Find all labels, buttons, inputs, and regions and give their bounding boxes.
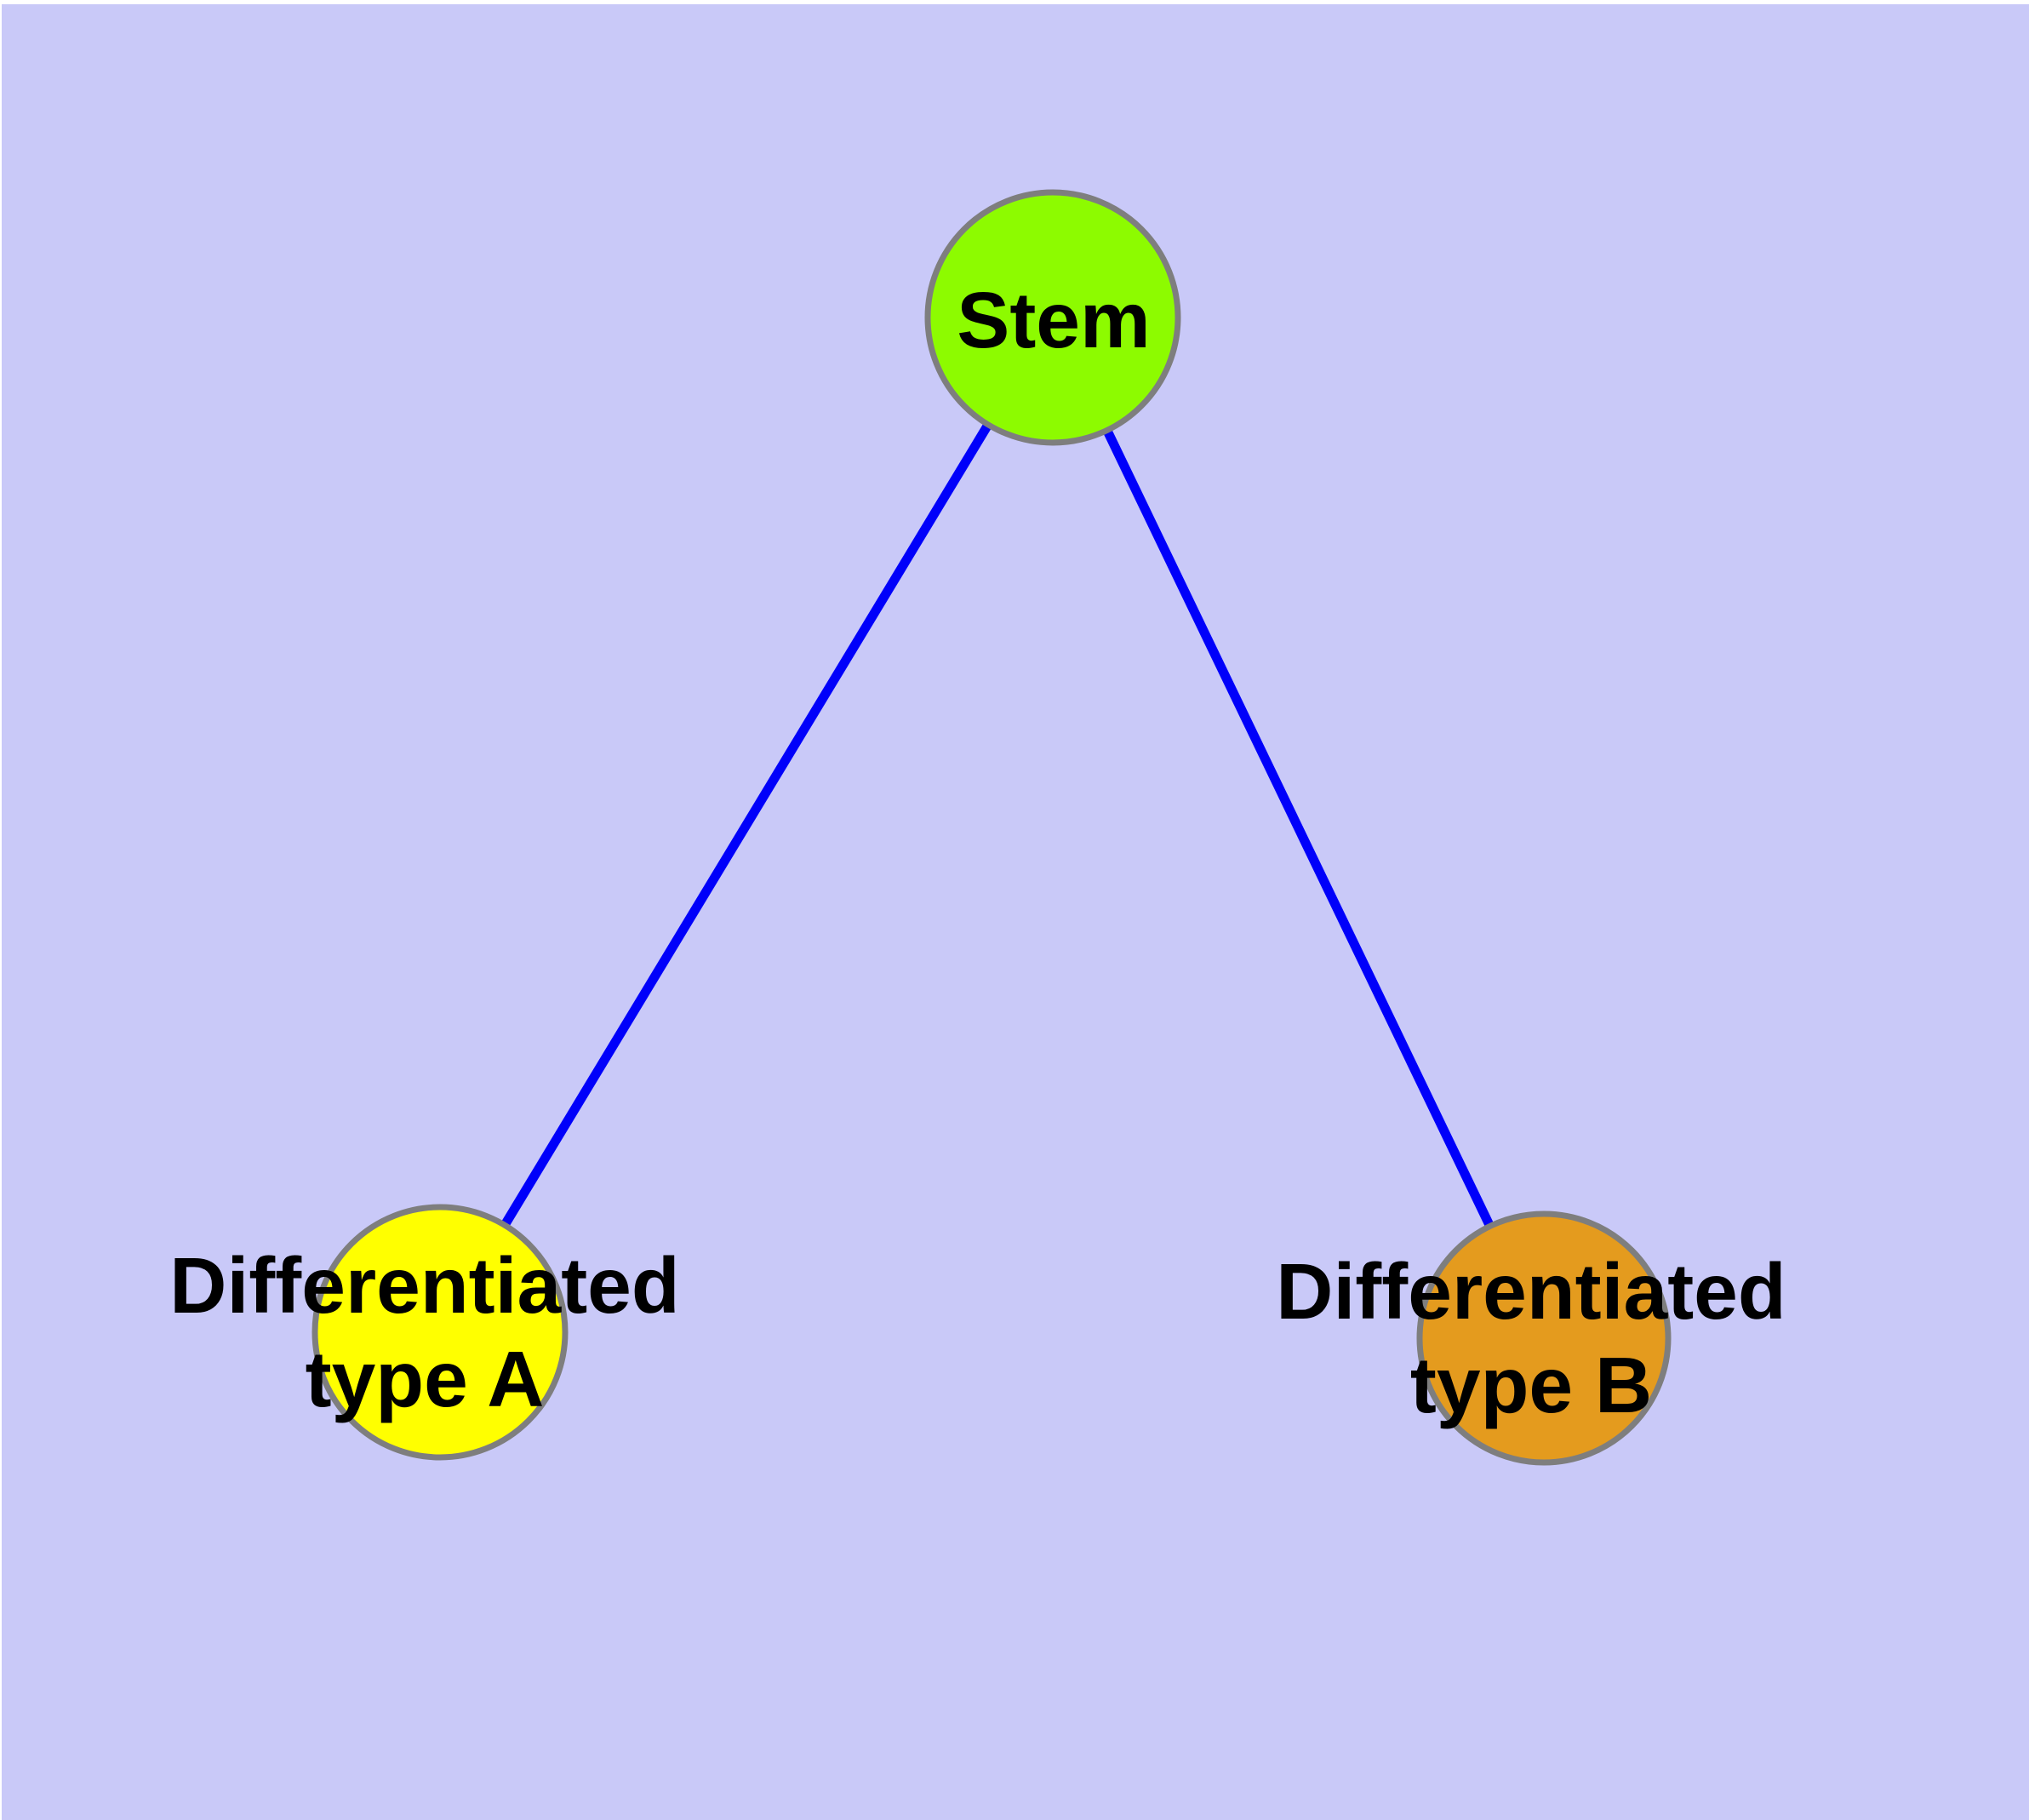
node-label-differentiated-type-a: Differentiated type A <box>169 1239 679 1426</box>
node-label-type-a-line1: Differentiated <box>169 1241 680 1330</box>
node-circle-differentiated-type-b <box>1416 1210 1672 1466</box>
node-circle-differentiated-type-a <box>311 1204 569 1461</box>
node-label-type-b-line1: Differentiated <box>1276 1247 1786 1336</box>
node-label-stem-line1: Stem <box>957 276 1151 364</box>
node-label-differentiated-type-b: Differentiated type B <box>1276 1245 1786 1432</box>
node-label-stem: Stem <box>957 273 1150 367</box>
node-circle-stem <box>924 189 1181 446</box>
node-label-type-a-line2: type A <box>305 1335 545 1423</box>
edge-stem-to-type-a <box>436 315 1057 1335</box>
edge-stem-to-type-b <box>1049 315 1548 1341</box>
node-label-type-b-line2: type B <box>1409 1341 1653 1429</box>
